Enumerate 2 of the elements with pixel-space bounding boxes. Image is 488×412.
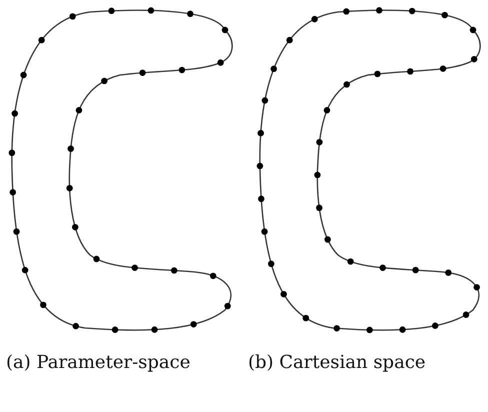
figure-caption: (a) Parameter-space <box>6 352 192 374</box>
figure-caption: (b) Cartesian space <box>248 352 427 374</box>
